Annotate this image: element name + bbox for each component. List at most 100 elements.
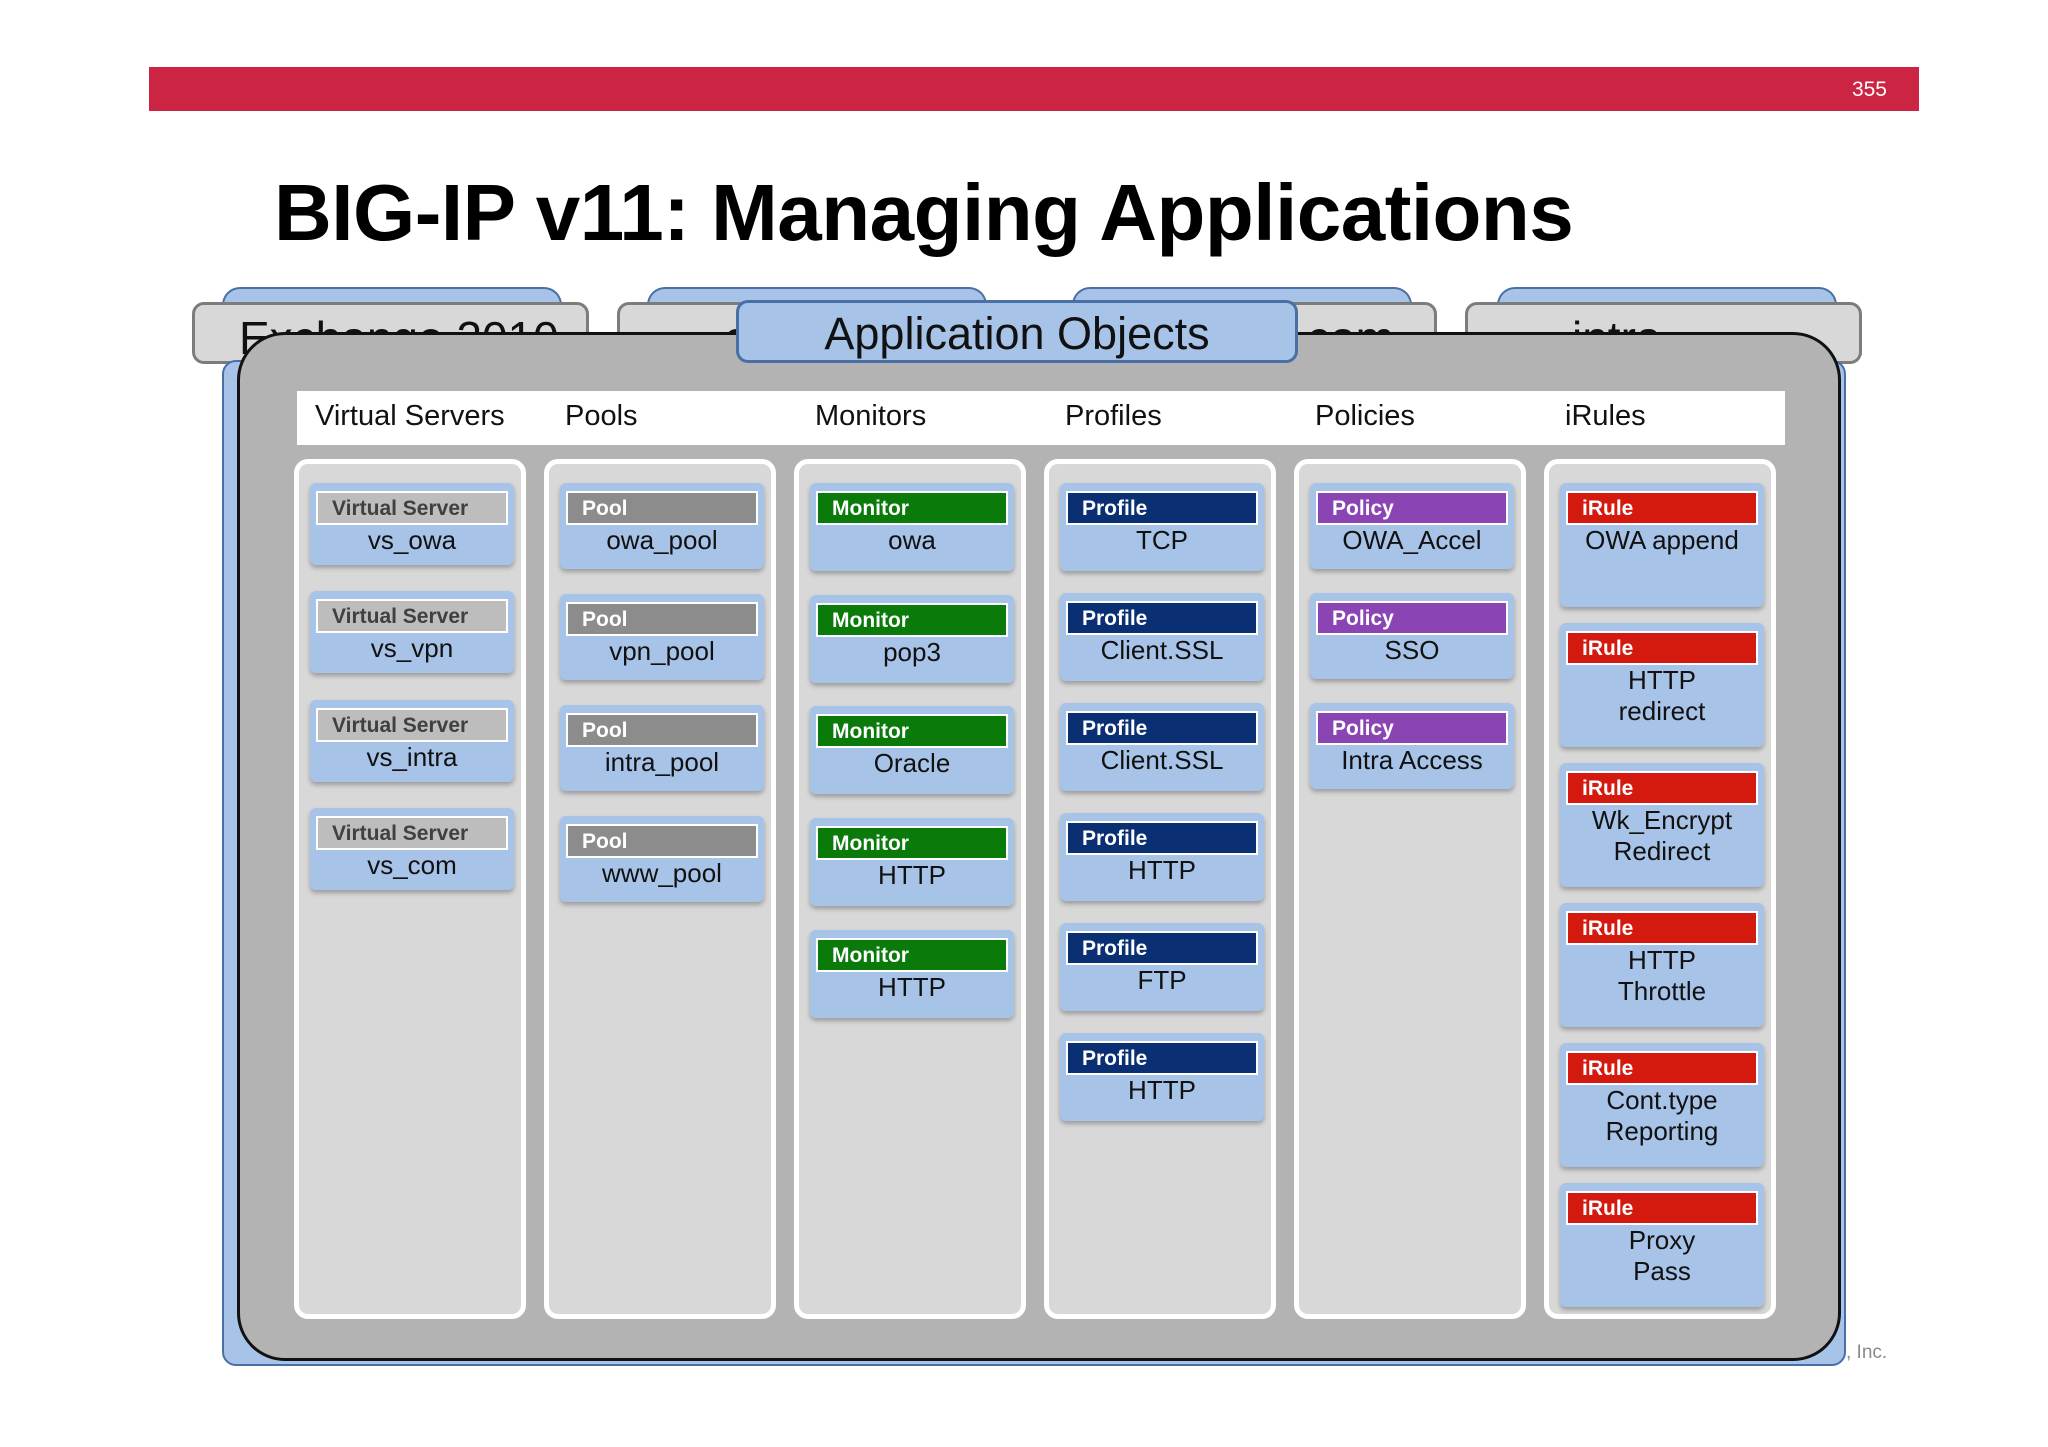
object-type-label: Pool — [566, 602, 758, 636]
column-heading-profiles: Profiles — [1065, 400, 1162, 432]
object-name: vs_com — [367, 850, 457, 880]
object-type-label: Profile — [1066, 491, 1258, 525]
column-heading-irules: iRules — [1565, 400, 1646, 432]
object-name: Client.SSL — [1100, 635, 1224, 665]
object-name: HTTP Throttle — [1617, 945, 1707, 1006]
column-header-bar: Virtual Servers Pools Monitors Profiles … — [297, 391, 1785, 445]
top-bar: 355 — [149, 67, 1919, 111]
object-type-label: Virtual Server — [316, 491, 508, 525]
object-name: vpn_pool — [609, 636, 715, 666]
object-name: intra_pool — [604, 747, 720, 777]
application-objects-tab[interactable]: Application Objects — [736, 300, 1298, 363]
object-name: Cont.type Reporting — [1605, 1085, 1719, 1146]
object-type-label: Profile — [1066, 601, 1258, 635]
object-name: pop3 — [883, 637, 941, 667]
object-name: TCP — [1136, 525, 1188, 555]
object-type-label: Virtual Server — [316, 708, 508, 742]
object-name: vs_owa — [367, 525, 457, 555]
page-number: 355 — [1851, 78, 1887, 101]
object-type-label: Monitor — [816, 491, 1008, 525]
object-type-label: iRule — [1566, 631, 1758, 665]
object-type-label: iRule — [1566, 491, 1758, 525]
object-type-label: Monitor — [816, 714, 1008, 748]
object-name: HTTP — [878, 860, 946, 890]
object-type-label: iRule — [1566, 1051, 1758, 1085]
object-name: HTTP — [878, 972, 946, 1002]
object-name: HTTP — [1128, 1075, 1196, 1105]
column-heading-virtual-servers: Virtual Servers — [315, 400, 505, 432]
object-type-label: Virtual Server — [316, 599, 508, 633]
object-name: Proxy Pass — [1628, 1225, 1696, 1286]
object-type-label: Monitor — [816, 938, 1008, 972]
object-type-label: Monitor — [816, 603, 1008, 637]
object-type-label: Monitor — [816, 826, 1008, 860]
object-type-label: iRule — [1566, 1191, 1758, 1225]
object-type-label: Profile — [1066, 931, 1258, 965]
object-type-label: Pool — [566, 824, 758, 858]
object-name: Client.SSL — [1100, 745, 1224, 775]
object-name: owa_pool — [606, 525, 718, 555]
object-name: Intra Access — [1341, 745, 1483, 775]
object-type-label: iRule — [1566, 911, 1758, 945]
object-type-label: Policy — [1316, 711, 1508, 745]
object-type-label: Pool — [566, 491, 758, 525]
object-name: owa — [888, 525, 936, 555]
object-type-label: Policy — [1316, 491, 1508, 525]
column-heading-monitors: Monitors — [815, 400, 927, 432]
object-name: OWA append — [1585, 525, 1739, 555]
object-name: Wk_Encrypt Redirect — [1591, 805, 1733, 866]
copyright-text: , Inc. — [1846, 1342, 1888, 1363]
object-name: HTTP redirect — [1618, 665, 1706, 726]
object-name: vs_vpn — [370, 633, 454, 663]
object-name: Oracle — [873, 748, 951, 778]
column-heading-pools: Pools — [565, 400, 638, 432]
object-type-label: iRule — [1566, 771, 1758, 805]
column-heading-policies: Policies — [1315, 400, 1415, 432]
object-type-label: Virtual Server — [316, 816, 508, 850]
object-type-label: Profile — [1066, 821, 1258, 855]
object-name: vs_intra — [366, 742, 458, 772]
object-name: FTP — [1137, 965, 1187, 995]
object-type-label: Profile — [1066, 711, 1258, 745]
object-type-label: Policy — [1316, 601, 1508, 635]
object-name: www_pool — [602, 858, 722, 888]
object-type-label: Pool — [566, 713, 758, 747]
object-name: SSO — [1384, 635, 1440, 665]
slide-title: BIG-IP v11: Managing Applications — [274, 168, 1574, 257]
object-name: HTTP — [1128, 855, 1196, 885]
